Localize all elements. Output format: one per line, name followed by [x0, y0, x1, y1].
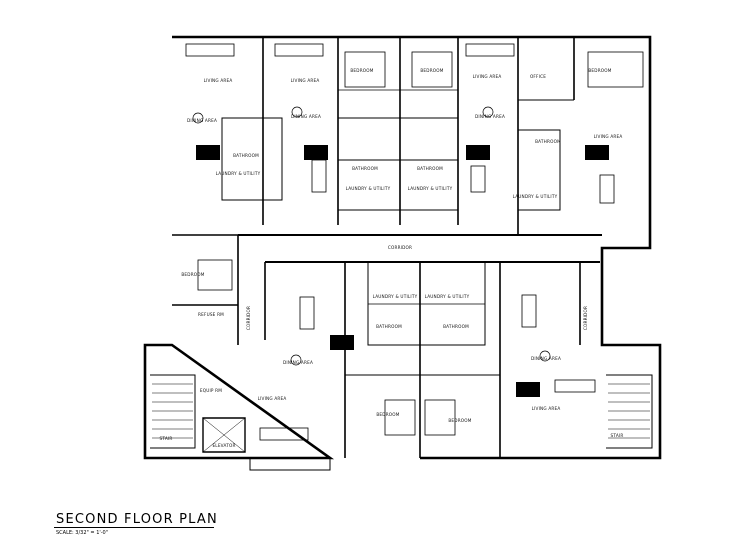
room-label-refuse-room: REFUSE RM [198, 312, 224, 317]
plan-title: SECOND FLOOR PLAN [56, 512, 218, 527]
room-label-living-area: LIVING AREA [204, 78, 233, 83]
room-label-bedroom: BEDROOM [181, 272, 204, 277]
room-label-living-area: LIVING AREA [532, 406, 561, 411]
room-label-bathroom: BATHROOM [376, 324, 402, 329]
scale-note: SCALE: 3/32" = 1'-0" [56, 530, 109, 536]
room-label-living-area: LIVING AREA [258, 396, 287, 401]
room-label-corridor: CORRIDOR [246, 306, 251, 330]
room-label-bedroom: BEDROOM [588, 68, 611, 73]
room-label-stair: STAIR [611, 433, 624, 438]
room-label-living-area: LIVING AREA [291, 78, 320, 83]
room-label-dining-area: DINING AREA [291, 114, 321, 119]
room-label-elevator: ELEVATOR [212, 443, 235, 448]
room-label-living-area: LIVING AREA [473, 74, 502, 79]
room-label-equipment-room: EQUIP RM [200, 388, 222, 393]
room-label-laundry-utility: LAUNDRY & UTILITY [408, 186, 453, 191]
room-label-stair: STAIR [160, 436, 173, 441]
room-label-bedroom: BEDROOM [376, 412, 399, 417]
room-label-laundry-utility: LAUNDRY & UTILITY [216, 171, 261, 176]
room-label-laundry-utility: LAUNDRY & UTILITY [346, 186, 391, 191]
title-underline [54, 527, 214, 528]
room-label-bedroom: BEDROOM [350, 68, 373, 73]
room-label-bathroom: BATHROOM [443, 324, 469, 329]
room-label-dining-area: DINING AREA [283, 360, 313, 365]
room-label-living-area: LIVING AREA [594, 134, 623, 139]
room-label-bathroom: BATHROOM [352, 166, 378, 171]
room-label-dining-area: DINING AREA [187, 118, 217, 123]
room-label-dining-area: DINING AREA [475, 114, 505, 119]
room-label-bedroom: BEDROOM [420, 68, 443, 73]
room-label-bathroom: BATHROOM [233, 153, 259, 158]
room-label-laundry-utility: LAUNDRY & UTILITY [373, 294, 418, 299]
room-label-office: OFFICE [530, 74, 546, 79]
room-label-laundry-utility: LAUNDRY & UTILITY [425, 294, 470, 299]
room-label-bathroom: BATHROOM [535, 139, 561, 144]
room-label-dining-area: DINING AREA [531, 356, 561, 361]
room-label-bedroom: BEDROOM [448, 418, 471, 423]
room-label-corridor: CORRIDOR [583, 306, 588, 330]
room-label-corridor: CORRIDOR [388, 245, 412, 250]
room-label-bathroom: BATHROOM [417, 166, 443, 171]
room-label-laundry-utility: LAUNDRY & UTILITY [513, 194, 558, 199]
